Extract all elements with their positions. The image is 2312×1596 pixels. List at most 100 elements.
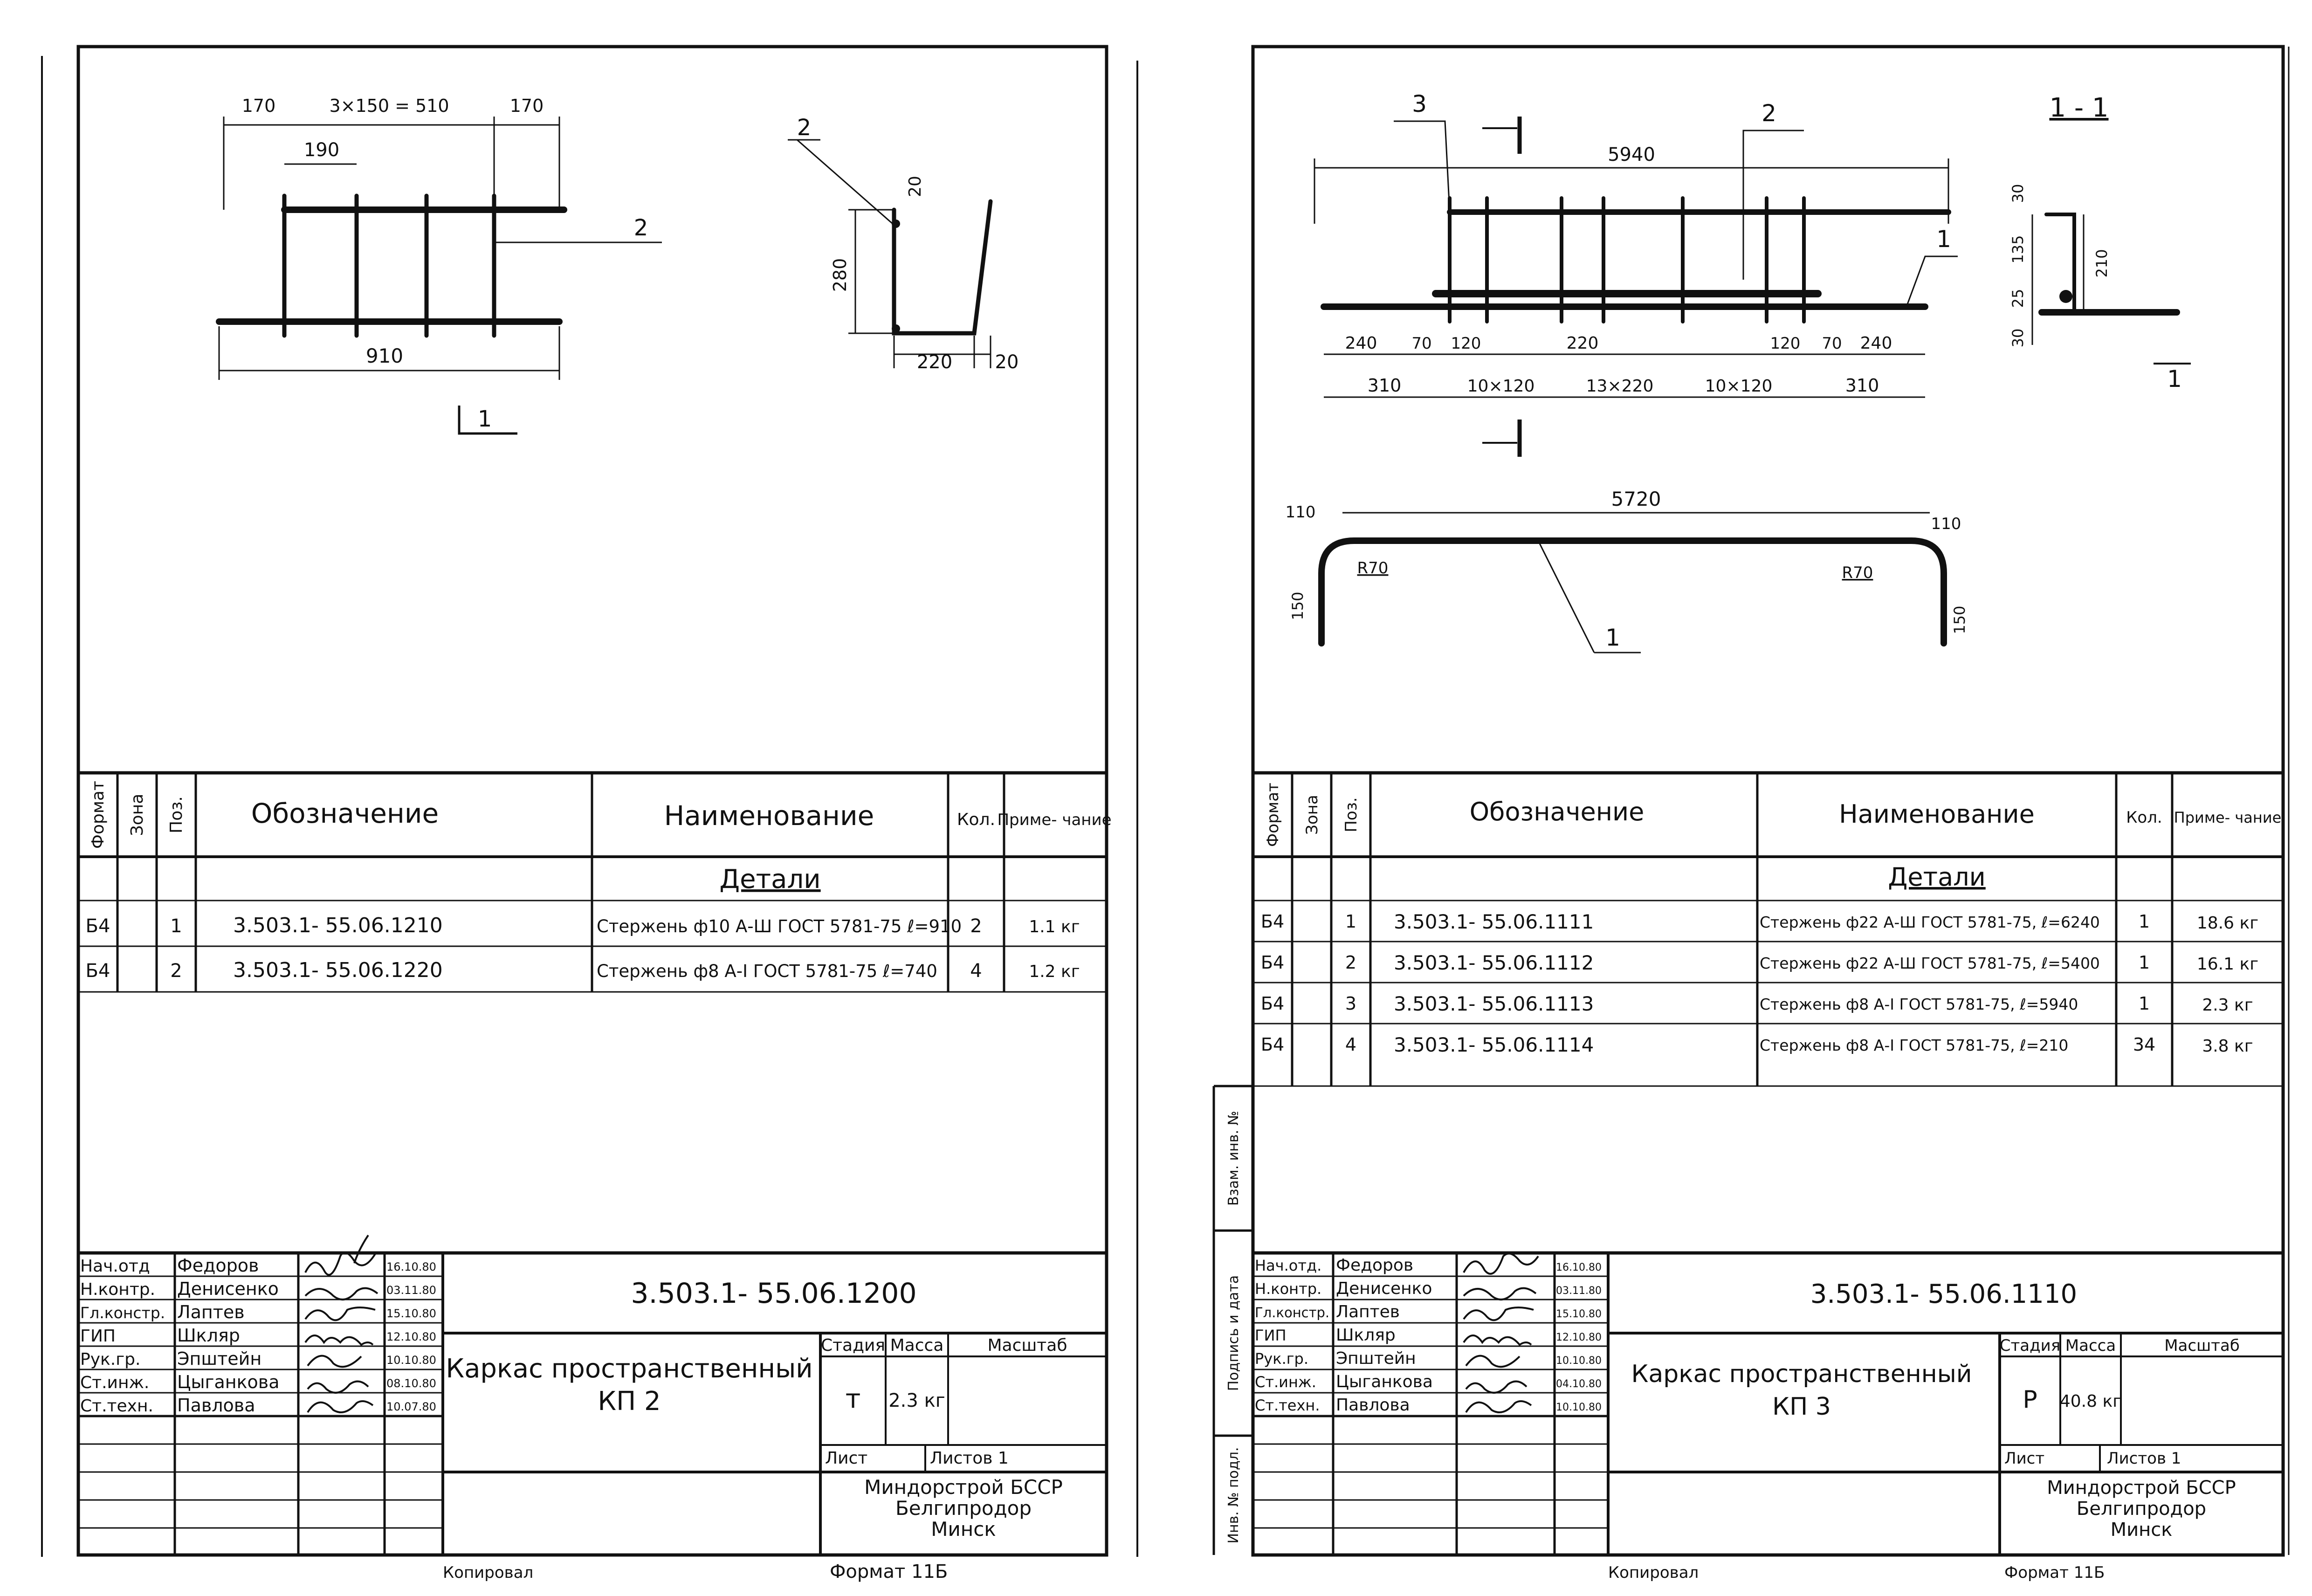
section-details: Детали bbox=[719, 864, 820, 894]
name-tsygankova: Цыганкова bbox=[1336, 1372, 1433, 1391]
row-qty: 1 bbox=[2139, 952, 2150, 973]
row-format: Б4 bbox=[1261, 952, 1284, 973]
stage-value: т bbox=[846, 1384, 861, 1414]
row-designation: 3.503.1- 55.06.1111 bbox=[1394, 910, 1594, 933]
sec-dim-30-bottom: 30 bbox=[2009, 329, 2027, 348]
mass-label: Масса bbox=[890, 1336, 944, 1355]
left-spec-table: Формат Зона Поз. Обозначение Наименовани… bbox=[78, 771, 1112, 993]
dim-120-left: 120 bbox=[1451, 334, 1481, 353]
name-fedorov: Федоров bbox=[177, 1255, 259, 1276]
mass-label: Масса bbox=[2065, 1336, 2116, 1355]
row-pos: 1 bbox=[1345, 911, 1356, 932]
date-row-1: 16.10.80 bbox=[386, 1260, 436, 1273]
role-senior-tech: Ст.техн. bbox=[1255, 1396, 1320, 1414]
doc-title: Каркас пространственный bbox=[446, 1354, 812, 1384]
callout-1: 1 bbox=[1936, 226, 1951, 253]
dim-310-right: 310 bbox=[1845, 375, 1879, 396]
role-group-lead: Рук.гр. bbox=[80, 1350, 140, 1369]
date-row-6: 04.10.80 bbox=[1556, 1378, 1602, 1390]
role-gip: ГИП bbox=[80, 1327, 116, 1346]
doc-title: Каркас пространственный bbox=[1631, 1360, 1972, 1388]
bent-dim-20: 20 bbox=[995, 351, 1019, 373]
row-designation: 3.503.1- 55.06.1112 bbox=[1394, 951, 1594, 974]
col-pos: Поз. bbox=[1342, 797, 1361, 832]
bent-110-right: 110 bbox=[1931, 515, 1961, 533]
date-row-6: 08.10.80 bbox=[386, 1377, 436, 1390]
section-1-1: 1 - 1 30 135 210 25 30 1 bbox=[2009, 93, 2191, 392]
bent-dim-220: 220 bbox=[917, 351, 952, 373]
date-row-5: 10.10.80 bbox=[1556, 1355, 1602, 1367]
right-cage-drawing: 3 2 1 5940 240 70 120 220 120 70 240 310… bbox=[1314, 90, 1958, 457]
scale-label: Масштаб bbox=[2164, 1336, 2240, 1355]
org-line-3: Минск bbox=[931, 1518, 996, 1541]
bent-dim-20-top: 20 bbox=[906, 176, 925, 197]
side-replace-inv: Взам. инв. № bbox=[1225, 1111, 1242, 1206]
name-epshtein: Эпштейн bbox=[177, 1348, 261, 1369]
bent-callout-1: 1 bbox=[1605, 624, 1620, 651]
signature-scribbles bbox=[1463, 1252, 1539, 1413]
dim-120-right: 120 bbox=[1770, 334, 1801, 353]
name-epshtein: Эпштейн bbox=[1336, 1349, 1416, 1368]
mass-value: 2.3 кг bbox=[888, 1390, 945, 1411]
bent-callout-2: 2 bbox=[797, 115, 812, 141]
right-spec-table: Формат Зона Поз. Обозначение Наименовани… bbox=[1253, 771, 2283, 1087]
table-row: Б4 3 3.503.1- 55.06.1113 Стержень ф8 А-I… bbox=[1261, 992, 2253, 1015]
col-zone: Зона bbox=[1303, 795, 1321, 835]
role-group-lead: Рук.гр. bbox=[1255, 1350, 1308, 1368]
format-label: Формат 11Б bbox=[830, 1561, 948, 1582]
name-laptev: Лаптев bbox=[177, 1302, 245, 1322]
name-fedorov: Федоров bbox=[1336, 1256, 1413, 1275]
row-designation: 3.503.1- 55.06.1210 bbox=[233, 914, 443, 937]
date-row-1: 16.10.80 bbox=[1556, 1262, 1602, 1273]
row-qty: 34 bbox=[2133, 1034, 2155, 1055]
row-designation: 3.503.1- 55.06.1114 bbox=[1394, 1033, 1594, 1056]
row-pos: 2 bbox=[170, 960, 182, 982]
row-pos: 1 bbox=[170, 915, 182, 937]
row-qty: 1 bbox=[2139, 993, 2150, 1014]
role-senior-tech: Ст.техн. bbox=[80, 1396, 153, 1416]
section-details: Детали bbox=[1888, 862, 1986, 892]
row-note: 18.6 кг bbox=[2197, 914, 2258, 933]
left-sheet: 170 3×150 = 510 170 190 910 2 1 2 20 280 bbox=[41, 45, 1112, 1582]
dim-10x120-left: 10×120 bbox=[1467, 377, 1535, 396]
doc-subtitle: КП 2 bbox=[598, 1386, 661, 1417]
bent-leg-150-right: 150 bbox=[1951, 605, 1968, 634]
table-row: Б4 1 3.503.1- 55.06.1111 Стержень ф22 А-… bbox=[1261, 910, 2258, 933]
row-format: Б4 bbox=[1261, 1034, 1284, 1055]
dim-5940: 5940 bbox=[1608, 144, 1655, 165]
doc-subtitle: КП 3 bbox=[1772, 1393, 1831, 1421]
dim-170-left: 170 bbox=[242, 96, 276, 116]
row-name: Стержень ф8 А-I ГОСТ 5781-75, ℓ=5940 bbox=[1760, 995, 2078, 1013]
dim-13x220: 13×220 bbox=[1586, 377, 1654, 396]
name-pavlova: Павлова bbox=[177, 1395, 255, 1416]
stage-label: Стадия bbox=[2000, 1336, 2060, 1355]
name-denisenko: Денисенко bbox=[1336, 1279, 1432, 1298]
row-pos: 3 bbox=[1345, 993, 1356, 1014]
role-norm-control: Н.контр. bbox=[80, 1280, 155, 1299]
role-gip: ГИП bbox=[1255, 1327, 1287, 1344]
date-row-2: 03.11.80 bbox=[386, 1284, 436, 1297]
table-row: Б4 1 3.503.1- 55.06.1210 Стержень ф10 А-… bbox=[86, 914, 1080, 937]
row-note: 16.1 кг bbox=[2197, 955, 2258, 974]
sec-dim-25: 25 bbox=[2009, 289, 2027, 308]
side-inv-no: Инв. № подл. bbox=[1225, 1447, 1242, 1544]
date-row-4: 12.10.80 bbox=[386, 1330, 436, 1343]
row-name: Стержень ф10 А-Ш ГОСТ 5781-75 ℓ=910 bbox=[597, 916, 962, 936]
row-note: 2.3 кг bbox=[2202, 996, 2253, 1015]
col-format: Формат bbox=[89, 781, 108, 849]
dim-220: 220 bbox=[1567, 334, 1599, 353]
col-name: Наименование bbox=[664, 800, 874, 832]
role-senior-engineer: Ст.инж. bbox=[1255, 1373, 1316, 1391]
table-row: Б4 4 3.503.1- 55.06.1114 Стержень ф8 А-I… bbox=[1261, 1033, 2253, 1056]
right-side-columns: Инв. № подл. Подпись и дата Взам. инв. № bbox=[1212, 1085, 1253, 1555]
doc-code: 3.503.1- 55.06.1200 bbox=[631, 1277, 916, 1310]
row-pos: 2 bbox=[1345, 952, 1356, 973]
right-title-block: Нач.отд. Н.контр. Гл.констр. ГИП Рук.гр.… bbox=[1253, 1251, 2283, 1555]
side-sign-date: Подпись и дата bbox=[1225, 1275, 1242, 1391]
org-line-1: Миндорстрой БССР bbox=[864, 1476, 1063, 1499]
sec-dim-210: 210 bbox=[2093, 249, 2111, 277]
section-stirrup bbox=[2044, 213, 2076, 312]
row-pos: 4 bbox=[1345, 1034, 1356, 1055]
role-chief-designer: Гл.констр. bbox=[80, 1304, 165, 1322]
